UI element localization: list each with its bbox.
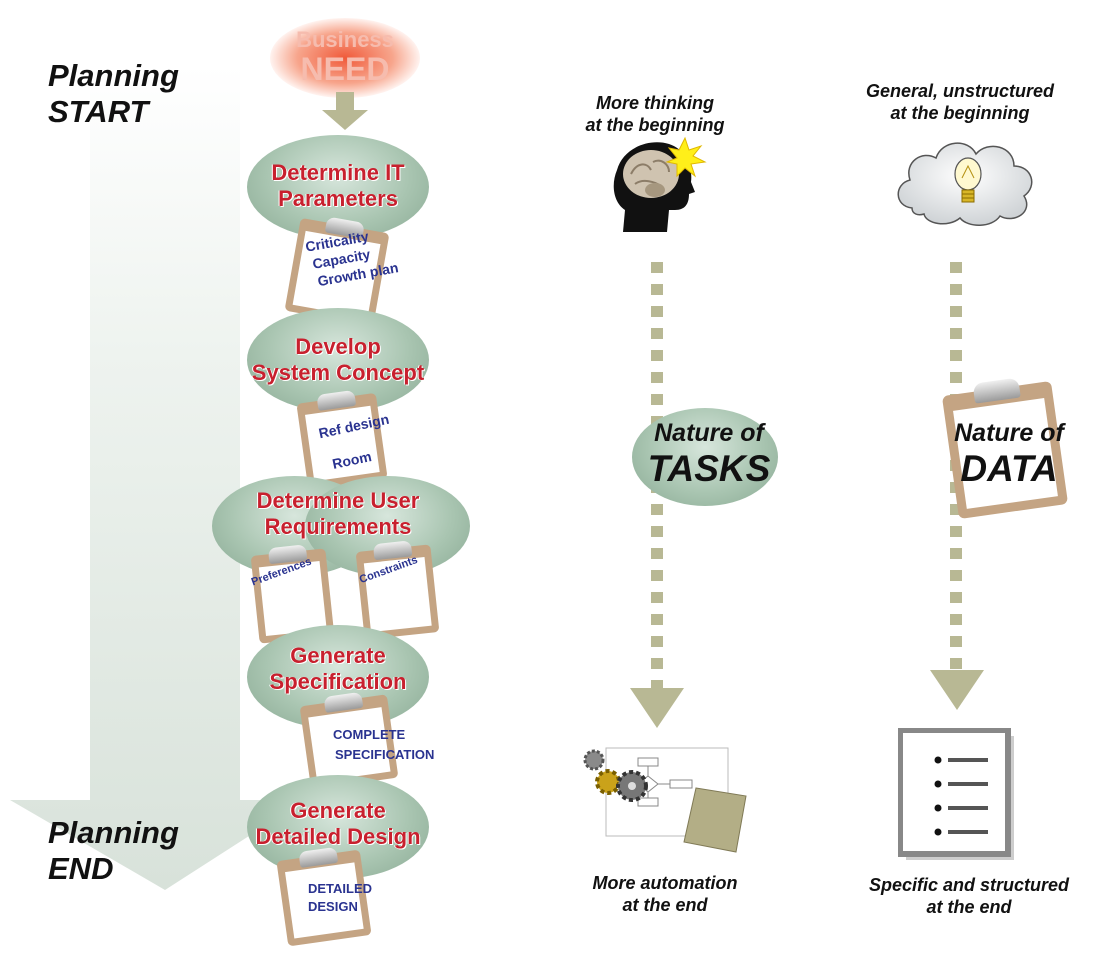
step-determine-user-requirements: Determine User Requirements bbox=[228, 488, 448, 540]
planning-end-label: Planning END bbox=[48, 815, 179, 887]
note-detailed-design: DETAILED DESIGN bbox=[308, 880, 372, 916]
caption-line: at the beginning bbox=[890, 103, 1030, 123]
step-line: Determine User bbox=[256, 488, 420, 513]
idea-cloud-icon bbox=[897, 142, 1033, 226]
note-design: DESIGN bbox=[308, 899, 358, 914]
step-line: Specification bbox=[269, 669, 407, 694]
caption-line: More automation bbox=[592, 873, 738, 893]
nature-of-data-label: Nature of DATA bbox=[918, 418, 1096, 490]
step-line: Parameters bbox=[278, 186, 398, 211]
caption-line: at the end bbox=[622, 895, 708, 915]
data-word: DATA bbox=[960, 448, 1058, 489]
business-need-label: Business NEED bbox=[270, 27, 420, 87]
note-specification: SPECIFICATION bbox=[335, 747, 435, 762]
step-line: System Concept bbox=[251, 360, 425, 385]
step-develop-system-concept: Develop System Concept bbox=[228, 334, 448, 386]
step-line: Determine IT bbox=[271, 160, 405, 185]
step-generate-detailed-design: Generate Detailed Design bbox=[228, 798, 448, 850]
clipboard-concept bbox=[296, 389, 388, 490]
structured-list-icon bbox=[898, 728, 1014, 860]
tasks-word: TASKS bbox=[647, 448, 771, 489]
caption-line: More thinking bbox=[596, 93, 714, 113]
caption-line: at the beginning bbox=[585, 115, 725, 135]
step-line: Develop bbox=[295, 334, 381, 359]
planning-start-label: Planning START bbox=[48, 58, 179, 130]
caption-line: at the end bbox=[926, 897, 1012, 917]
planning-word: Planning bbox=[48, 815, 179, 850]
step-line: Generate bbox=[290, 643, 386, 668]
planning-word: Planning bbox=[48, 58, 179, 93]
thinking-head-icon bbox=[613, 136, 707, 232]
note-complete: COMPLETE bbox=[333, 727, 406, 742]
business-need-glow bbox=[270, 18, 420, 98]
tasks-ellipse bbox=[632, 408, 778, 506]
data-top-caption: General, unstructured at the beginning bbox=[835, 80, 1085, 124]
down-arrow-icon bbox=[322, 92, 368, 130]
data-down-arrow-icon bbox=[930, 670, 984, 710]
caption-line: General, unstructured bbox=[865, 81, 1055, 101]
tasks-bottom-caption: More automation at the end bbox=[545, 872, 785, 916]
step-line: Generate bbox=[290, 798, 386, 823]
note-complete-specification: COMPLETE SPECIFICATION bbox=[333, 725, 434, 765]
tasks-down-arrow-icon bbox=[630, 688, 684, 728]
step-determine-it-parameters: Determine IT Parameters bbox=[228, 160, 448, 212]
end-word: END bbox=[48, 851, 114, 886]
need-word: NEED bbox=[300, 51, 390, 87]
automation-flowchart-icon bbox=[583, 747, 747, 853]
data-bottom-caption: Specific and structured at the end bbox=[838, 874, 1096, 918]
start-word: START bbox=[48, 94, 149, 129]
clipboard-constraints bbox=[355, 540, 440, 640]
business-word: Business bbox=[296, 27, 394, 52]
step-line: Detailed Design bbox=[255, 824, 421, 849]
nature-of-word: Nature of bbox=[954, 419, 1064, 447]
step-generate-specification: Generate Specification bbox=[228, 643, 448, 695]
note-detailed: DETAILED bbox=[308, 881, 373, 896]
caption-line: Specific and structured bbox=[868, 875, 1070, 895]
tasks-top-caption: More thinking at the beginning bbox=[545, 92, 765, 136]
step-line: Requirements bbox=[264, 514, 412, 539]
nature-of-word: Nature of bbox=[654, 419, 764, 447]
nature-of-tasks-label: Nature of TASKS bbox=[618, 418, 800, 490]
